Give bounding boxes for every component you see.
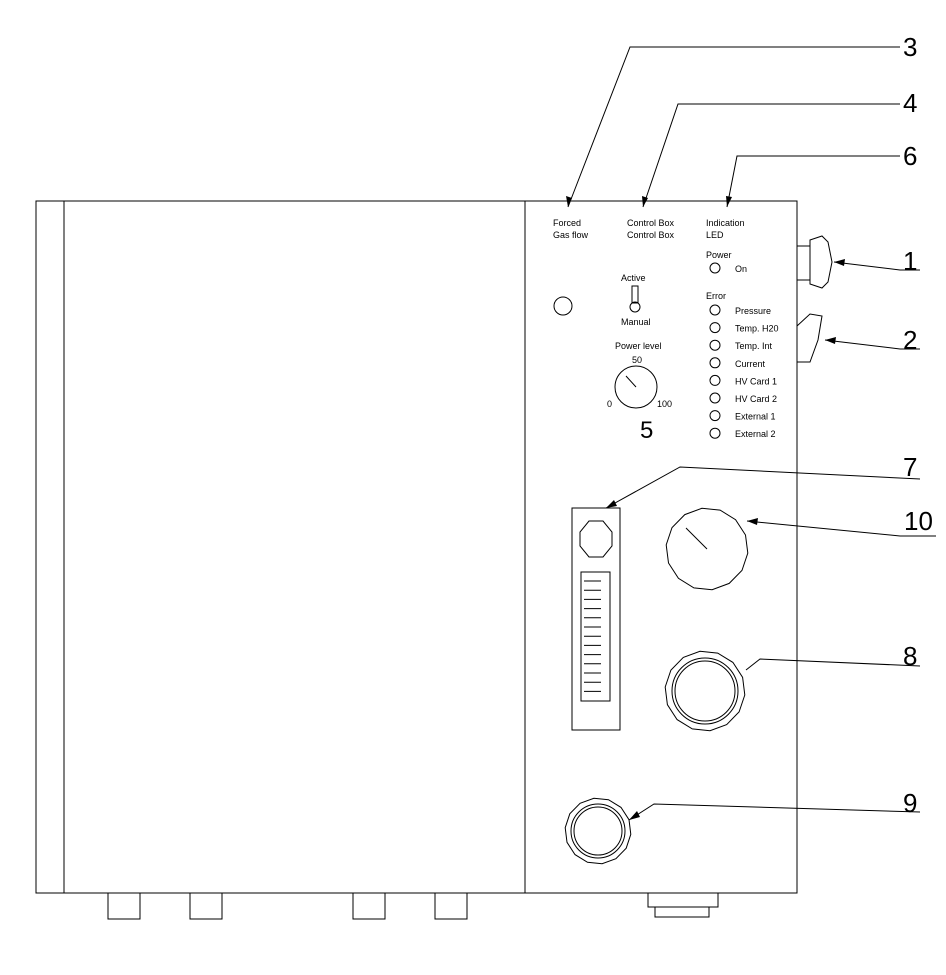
- bottom-connector: [647, 892, 719, 918]
- connector-9: [564, 797, 632, 865]
- callout-10: 10: [904, 506, 933, 536]
- leader-9: [628, 803, 921, 821]
- control-box-label-2: Control Box: [627, 230, 675, 240]
- error-led-indicator: [709, 322, 721, 334]
- dial-mid-label: 50: [632, 355, 642, 365]
- leader-3: [567, 46, 900, 208]
- device-feet: [107, 892, 719, 920]
- power-on-led: [709, 262, 721, 274]
- error-led-indicator: [709, 357, 721, 369]
- leader-2-arrow: [825, 337, 836, 344]
- leader-7: [605, 466, 921, 509]
- leader-4: [642, 103, 900, 208]
- callout-8: 8: [903, 641, 917, 671]
- error-led-label: HV Card 2: [735, 394, 777, 404]
- forced-gas-flow-label-1: Forced: [553, 218, 581, 228]
- control-box-label-1: Control Box: [627, 218, 675, 228]
- power-level-dial: [614, 365, 658, 409]
- leader-1-arrow: [834, 259, 845, 266]
- flow-meter-scale: [584, 580, 601, 692]
- dial-min-label: 0: [607, 399, 612, 409]
- error-led-label: HV Card 1: [735, 376, 777, 386]
- callout-5: 5: [640, 417, 653, 444]
- callout-1: 1: [903, 246, 917, 276]
- callout-7: 7: [903, 452, 917, 482]
- callout-3: 3: [903, 32, 917, 62]
- toggle-manual-label: Manual: [621, 317, 651, 327]
- indication-label-1: Indication: [706, 218, 745, 228]
- leader-10-arrow: [747, 518, 758, 525]
- callout-9: 9: [903, 788, 917, 818]
- leader-3-arrow: [566, 196, 572, 207]
- pressure-gauge: [665, 507, 749, 591]
- leader-10: [746, 520, 936, 537]
- toggle-active-label: Active: [621, 273, 646, 283]
- active-manual-toggle: [629, 285, 641, 313]
- leader-6-arrow: [726, 196, 732, 207]
- error-led-label: External 2: [735, 429, 776, 439]
- device-housing: [35, 200, 798, 894]
- error-led-label: Pressure: [735, 306, 771, 316]
- side-knob: [796, 235, 833, 289]
- power-level-label: Power level: [615, 341, 662, 351]
- foot-2: [189, 892, 223, 920]
- error-led-indicator: [709, 304, 721, 316]
- error-led-indicator: [709, 410, 721, 422]
- side-switch: [796, 313, 823, 363]
- leader-6: [726, 155, 900, 208]
- flow-meter: [571, 507, 621, 731]
- power-heading: Power: [706, 250, 732, 260]
- leader-8: [745, 658, 921, 671]
- callout-4: 4: [903, 88, 917, 118]
- leader-1: [833, 261, 920, 271]
- error-led-indicator: [709, 427, 721, 439]
- foot-1: [107, 892, 141, 920]
- leader-4-arrow: [642, 196, 648, 207]
- callout-6: 6: [903, 141, 917, 171]
- error-led-label: Temp. Int: [735, 341, 773, 351]
- gauge-needle: [685, 527, 708, 550]
- leader-9-arrow: [629, 811, 640, 820]
- error-led-label: External 1: [735, 412, 776, 422]
- power-on-label: On: [735, 264, 747, 274]
- error-led-label: Current: [735, 359, 766, 369]
- error-led-label: Temp. H20: [735, 324, 779, 334]
- error-heading: Error: [706, 291, 726, 301]
- leader-7-arrow: [606, 500, 617, 508]
- error-led-indicator: [709, 339, 721, 351]
- callout-leaders: [566, 46, 936, 821]
- foot-4: [434, 892, 468, 920]
- dial-max-label: 100: [657, 399, 672, 409]
- connector-8: [664, 650, 746, 732]
- forced-gas-flow-button: [553, 296, 573, 316]
- indication-label-2: LED: [706, 230, 724, 240]
- leader-2: [824, 339, 920, 350]
- error-led-indicator: [709, 374, 721, 386]
- foot-3: [352, 892, 386, 920]
- error-led-indicator: [709, 392, 721, 404]
- callout-2: 2: [903, 325, 917, 355]
- forced-gas-flow-label-2: Gas flow: [553, 230, 589, 240]
